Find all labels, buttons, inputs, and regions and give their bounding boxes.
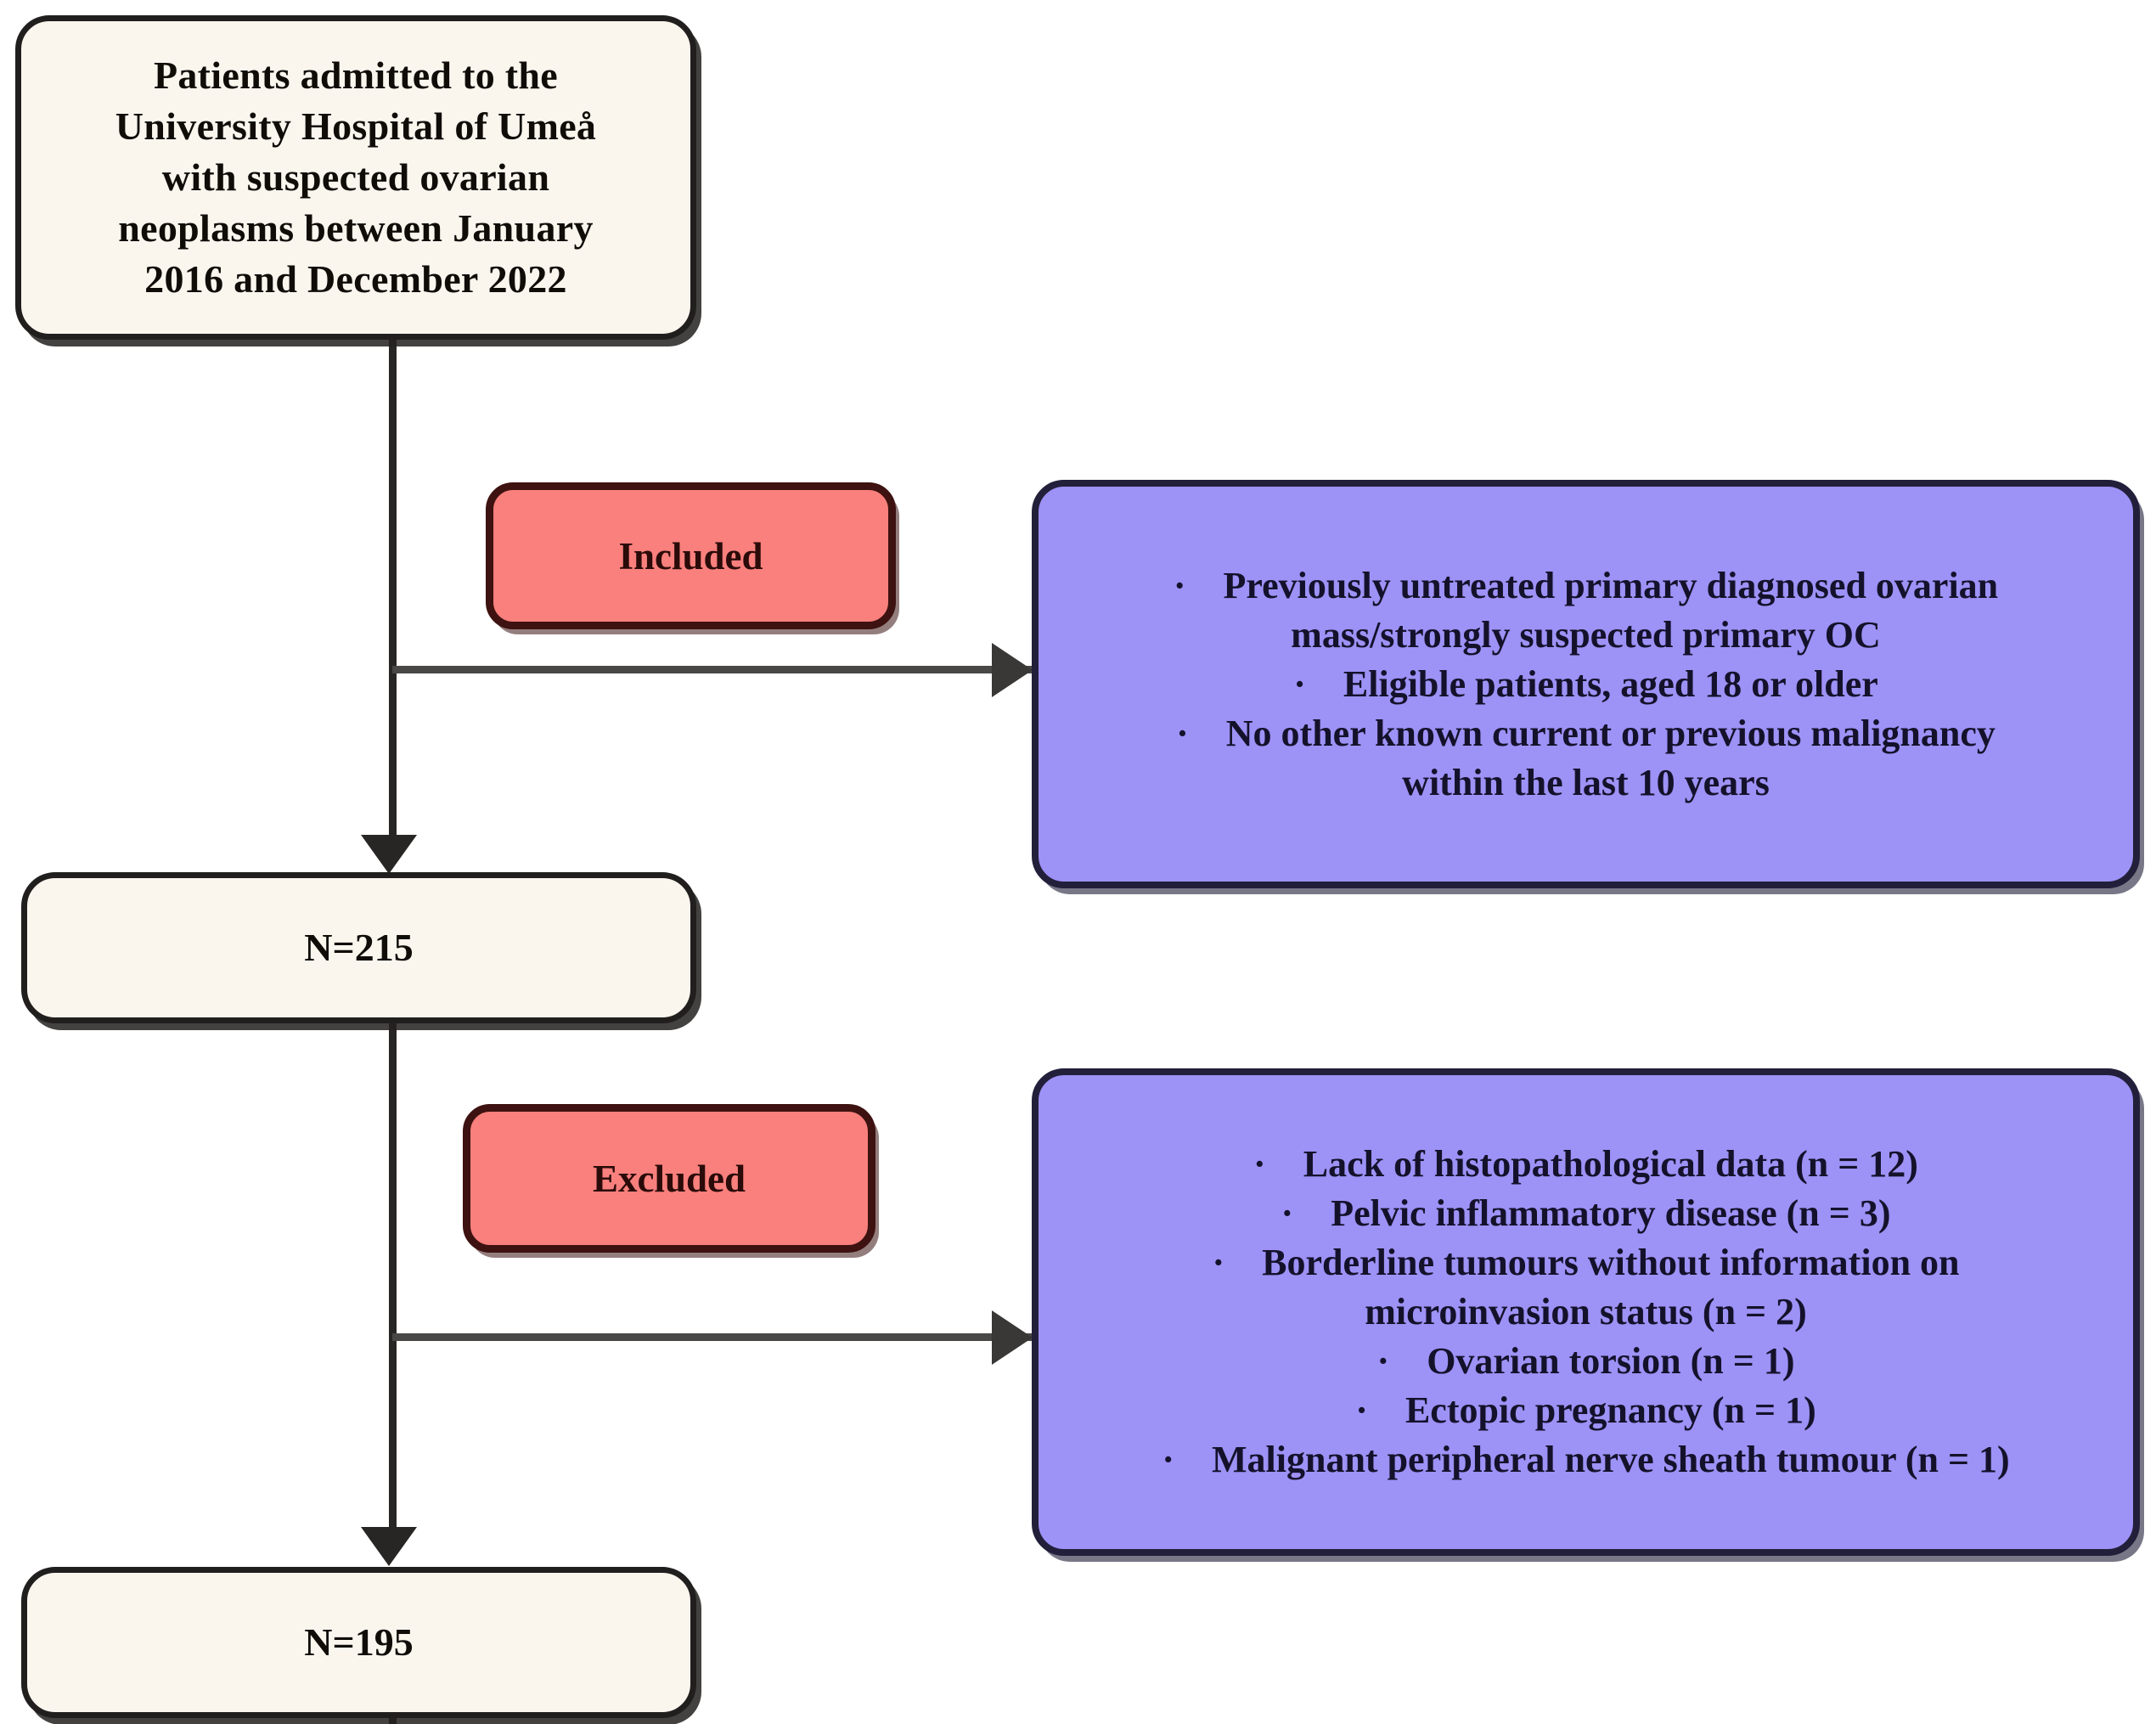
source-population-text: Patients admitted to the University Hosp… (21, 50, 690, 305)
inclusion-item-1-line-1: Previously untreated primary diagnosed o… (1067, 561, 2104, 611)
exclusion-item-3-line-2: microinvasion status (n = 2) (1365, 1291, 1807, 1332)
inclusion-item-1-line-2: mass/strongly suspected primary OC (1291, 613, 1881, 656)
list-item: Previously untreated primary diagnosed o… (1067, 561, 2104, 660)
exclusion-criteria-box: Lack of histopathological data (n = 12) … (1032, 1068, 2140, 1556)
connector-horizontal-to-exclusion (392, 1333, 1038, 1341)
connector-horizontal-to-inclusion (392, 666, 1038, 673)
list-item: No other known current or previous malig… (1067, 709, 2104, 808)
list-item: Lack of histopathological data (n = 12) (1067, 1140, 2104, 1189)
exclusion-item-4-line-1: Ovarian torsion (n = 1) (1067, 1337, 2104, 1386)
excluded-label-box: Excluded (463, 1104, 875, 1253)
list-item: Eligible patients, aged 18 or older (1067, 660, 2104, 709)
inclusion-item-3-line-2: within the last 10 years (1402, 761, 1770, 803)
inclusion-item-3-line-1: No other known current or previous malig… (1067, 709, 2104, 758)
source-line-1: Patients admitted to the (153, 54, 559, 97)
count-final-box: N=195 (21, 1567, 696, 1718)
count-final-text: N=195 (27, 1619, 690, 1666)
list-item: Malignant peripheral nerve sheath tumour… (1067, 1435, 2104, 1485)
exclusion-criteria-list: Lack of histopathological data (n = 12) … (1039, 1140, 2133, 1485)
list-item: Borderline tumours without information o… (1067, 1238, 2104, 1337)
list-item: Pelvic inflammatory disease (n = 3) (1067, 1189, 2104, 1238)
included-label-box: Included (486, 482, 896, 629)
connector-vertical-n215-to-n195 (389, 1023, 397, 1529)
excluded-label-text: Excluded (470, 1155, 868, 1203)
inclusion-criteria-box: Previously untreated primary diagnosed o… (1032, 480, 2140, 888)
count-final-value: N=195 (304, 1620, 414, 1664)
count-after-inclusion-text: N=215 (27, 924, 690, 972)
included-label: Included (618, 534, 763, 577)
arrowhead-down-to-n195 (361, 1527, 417, 1566)
source-line-4: neoplasms between January (118, 206, 594, 250)
exclusion-item-2-line-1: Pelvic inflammatory disease (n = 3) (1067, 1189, 2104, 1238)
arrowhead-right-to-inclusion (992, 643, 1033, 697)
exclusion-item-3-line-1: Borderline tumours without information o… (1067, 1238, 2104, 1287)
exclusion-item-5-line-1: Ectopic pregnancy (n = 1) (1067, 1386, 2104, 1435)
source-line-5: 2016 and December 2022 (144, 257, 567, 301)
arrowhead-down-to-n215 (361, 835, 417, 874)
source-line-3: with suspected ovarian (161, 155, 550, 199)
inclusion-criteria-list: Previously untreated primary diagnosed o… (1039, 561, 2133, 808)
count-after-inclusion-box: N=215 (21, 872, 696, 1023)
connector-vertical-below-n195 (389, 1718, 397, 1724)
connector-vertical-source-to-n215 (389, 340, 397, 837)
list-item: Ovarian torsion (n = 1) (1067, 1337, 2104, 1386)
source-population-box: Patients admitted to the University Hosp… (15, 15, 696, 340)
exclusion-item-6-line-1: Malignant peripheral nerve sheath tumour… (1067, 1435, 2104, 1485)
count-after-inclusion-value: N=215 (304, 926, 414, 969)
source-line-2: University Hospital of Umeå (115, 104, 597, 148)
exclusion-item-1-line-1: Lack of histopathological data (n = 12) (1067, 1140, 2104, 1189)
inclusion-item-2-line-1: Eligible patients, aged 18 or older (1067, 660, 2104, 709)
excluded-label: Excluded (592, 1157, 746, 1200)
included-label-text: Included (493, 532, 888, 580)
list-item: Ectopic pregnancy (n = 1) (1067, 1386, 2104, 1435)
arrowhead-right-to-exclusion (992, 1310, 1033, 1365)
